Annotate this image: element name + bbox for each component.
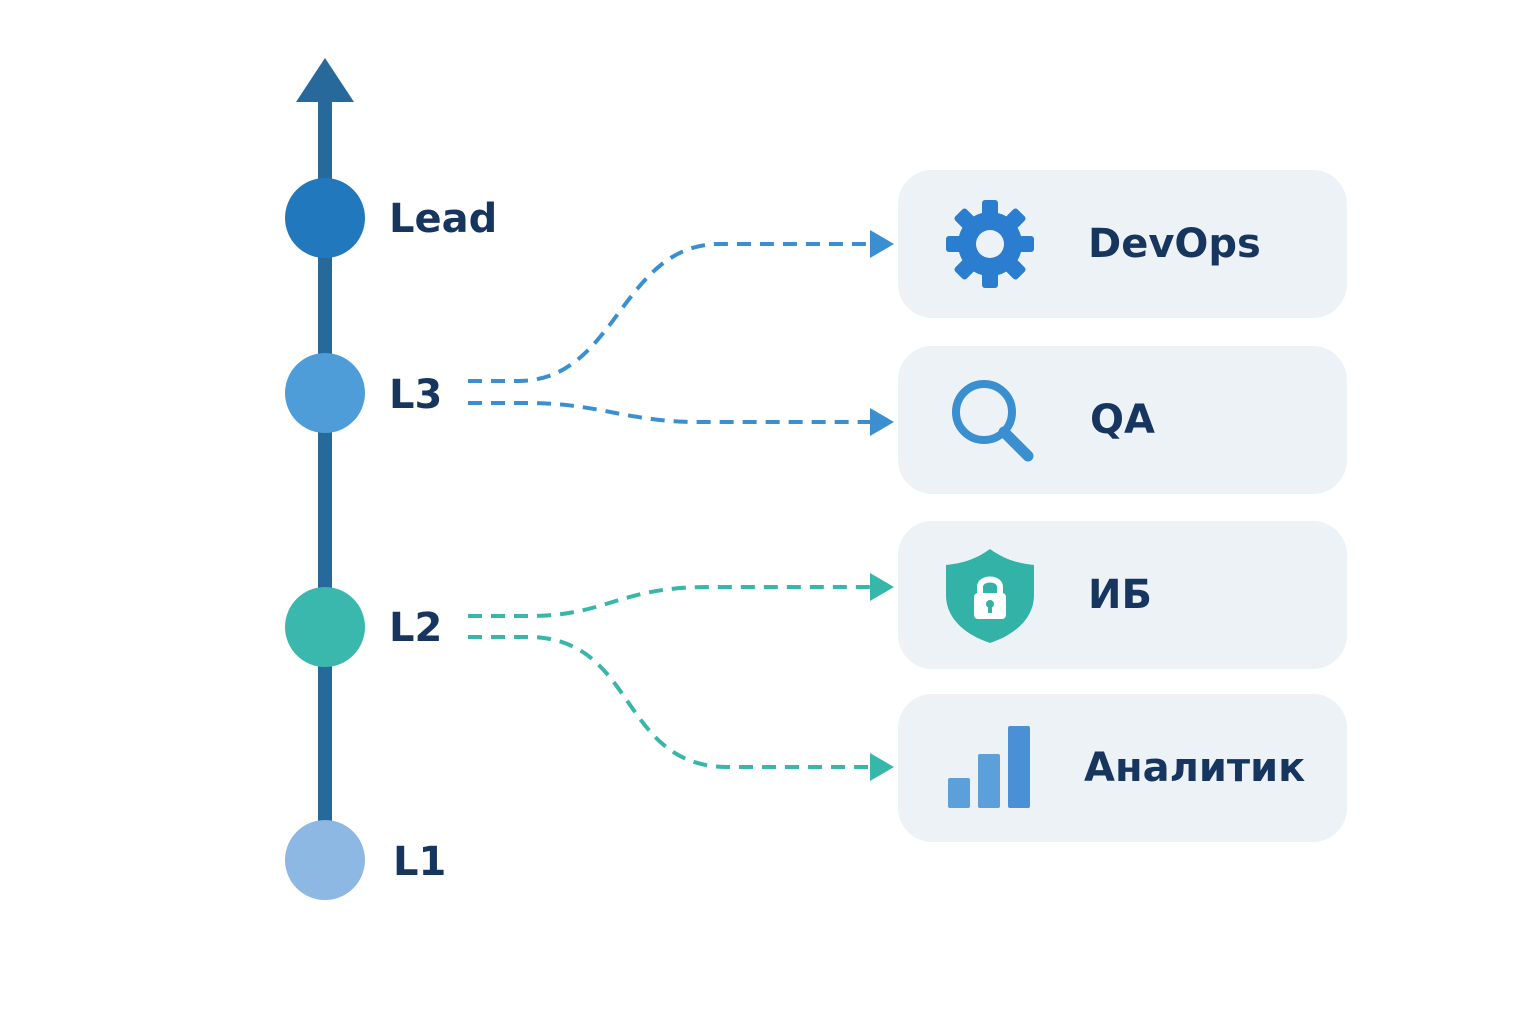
track-card-qa: QA: [898, 346, 1347, 494]
connector-arrowhead-ib: [870, 573, 894, 601]
track-card-analyst: Аналитик: [898, 694, 1347, 842]
connector-l3-qa: [468, 401, 870, 424]
track-label-analyst: Аналитик: [1084, 745, 1306, 791]
connector-arrowhead-qa: [870, 408, 894, 436]
level-node-l1: [285, 820, 365, 900]
shield-lock-icon: [942, 547, 1038, 643]
track-label-ib: ИБ: [1088, 572, 1152, 618]
track-label-devops: DevOps: [1088, 221, 1261, 267]
level-label-l3: L3: [389, 372, 443, 418]
connector-arrowhead-devops: [870, 230, 894, 258]
magnifier-icon: [942, 372, 1038, 468]
ladder-arrowhead: [296, 58, 354, 102]
level-node-l3: [285, 353, 365, 433]
track-card-devops: DevOps: [898, 170, 1347, 318]
track-label-qa: QA: [1090, 397, 1155, 443]
track-card-ib: ИБ: [898, 521, 1347, 669]
level-node-lead: [285, 178, 365, 258]
level-label-l1: L1: [393, 839, 447, 885]
connector-l3-devops: [468, 242, 870, 383]
bar-chart-icon: [942, 720, 1038, 816]
level-node-l2: [285, 587, 365, 667]
level-label-l2: L2: [389, 605, 443, 651]
level-label-lead: Lead: [389, 196, 498, 242]
gear-icon: [942, 196, 1038, 292]
connector-l2-ib: [468, 585, 870, 618]
connector-arrowhead-analyst: [870, 753, 894, 781]
connector-l2-analyst: [468, 635, 870, 769]
